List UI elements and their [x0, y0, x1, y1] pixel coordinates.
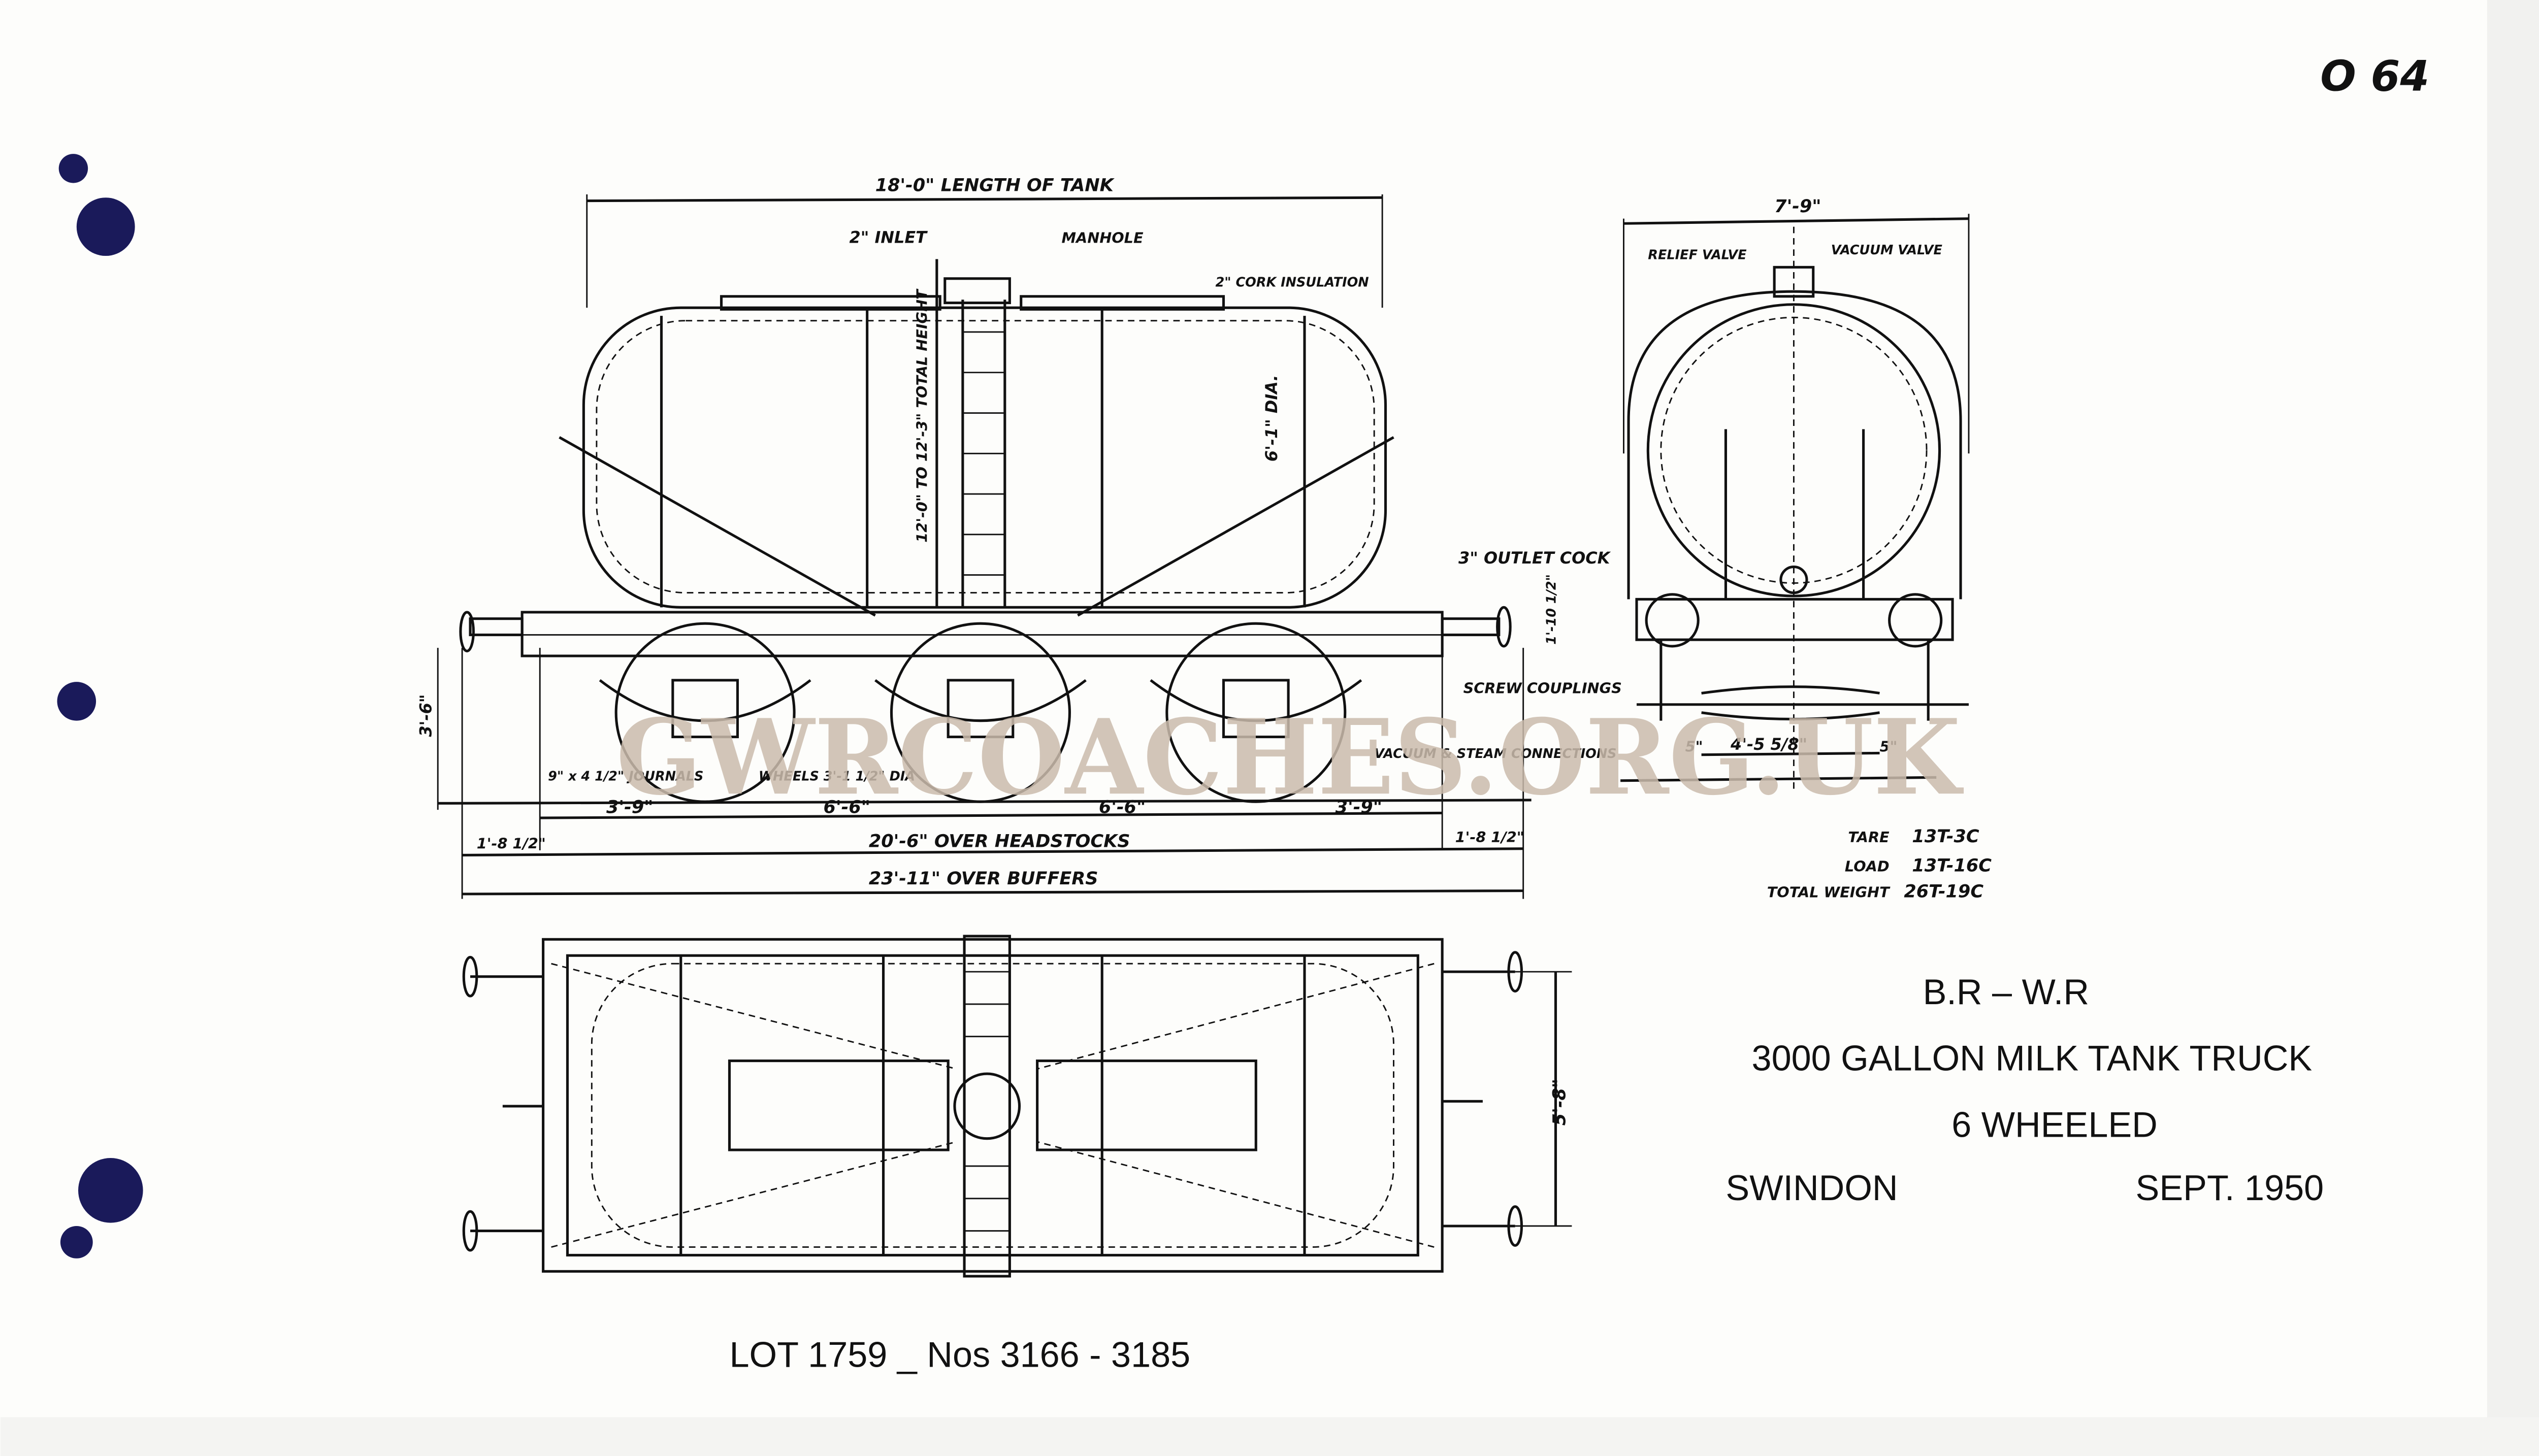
buffer-left: [459, 611, 475, 653]
title-block: B.R – W.R 3000 GALLON MILK TANK TRUCK 6 …: [1726, 972, 2324, 1208]
plan-view: [462, 935, 1572, 1278]
tank-length-dimension: [587, 196, 1383, 203]
gauge-label: 4'-5 5/8": [1730, 735, 1807, 754]
total-weight-label: TOTAL WEIGHT: [1767, 883, 1891, 901]
vacuum-steam-label: VACUUM & STEAM CONNECTIONS: [1374, 746, 1616, 762]
load-label: LOAD: [1845, 857, 1890, 875]
inlet-label: 2" INLET: [850, 228, 928, 247]
tank-body: [582, 306, 1387, 609]
manhole-plan: [953, 1072, 1021, 1140]
over-headstocks-label: 20'-6" OVER HEADSTOCKS: [869, 831, 1130, 851]
wheels-label: WHEELS 3'-1 1/2" DIA: [759, 769, 915, 784]
total-height-label: 12'-0" TO 12'-3" TOTAL HEIGHT: [914, 288, 931, 543]
flange-left-label: 5": [1685, 738, 1703, 755]
page-edge: [2487, 0, 2539, 1456]
end-width-label: 7'-9": [1774, 196, 1821, 217]
spacing-label: 3'-9": [1336, 797, 1382, 817]
screw-couplings-label: SCREW COUPLINGS: [1463, 679, 1622, 697]
date-label: SEPT. 1950: [2136, 1168, 2324, 1208]
plan-width-label: 5'-8": [1549, 1079, 1570, 1126]
tare-value: 13T-3C: [1912, 826, 1979, 847]
wheels-title-label: 6 WHEELED: [1951, 1105, 2158, 1145]
height-label: 3'-6": [416, 694, 435, 737]
buffer-right: [1496, 606, 1512, 648]
journals-label: 9" x 4 1/2" JOURNALS: [548, 769, 703, 784]
sheet-number: O 64: [2320, 52, 2429, 101]
works-label: SWINDON: [1726, 1168, 1898, 1208]
buffer-height-label: 1'-10 1/2": [1544, 574, 1559, 645]
watermark: GWRCOACHES.ORG.UK: [616, 697, 1964, 818]
description-label: 3000 GALLON MILK TANK TRUCK: [1752, 1038, 2313, 1078]
outlet-cock-label: 3" OUTLET COCK: [1458, 548, 1611, 568]
load-value: 13T-16C: [1912, 855, 1992, 876]
spacing-label: 3'-9": [606, 797, 653, 817]
total-weight-value: 26T-19C: [1904, 881, 1983, 902]
flange-right-label: 5": [1880, 738, 1898, 755]
overhang-left-label: 1'-8 1/2": [477, 835, 546, 852]
cork-insulation-label: 2" CORK INSULATION: [1216, 275, 1369, 290]
ladder-plan: [963, 935, 1011, 1278]
overhang-right-label: 1'-8 1/2": [1455, 829, 1524, 846]
spacing-label: 6'-6": [1099, 797, 1146, 817]
lot-label: LOT 1759 _ Nos 3166 - 3185: [729, 1335, 1190, 1375]
side-elevation: [437, 194, 1532, 899]
weights-table: TARE 13T-3C LOAD 13T-16C TOTAL WEIGHT 26…: [1767, 826, 1992, 902]
over-buffers-label: 23'-11" OVER BUFFERS: [869, 868, 1098, 889]
relief-valve-label: RELIEF VALVE: [1648, 247, 1747, 262]
tare-label: TARE: [1848, 829, 1890, 846]
binder-holes: [57, 154, 143, 1259]
region-label: B.R – W.R: [1923, 972, 2090, 1012]
manhole-label: MANHOLE: [1061, 229, 1144, 247]
spacing-label: 6'-6": [824, 797, 870, 817]
tank-length-label: 18'-0" LENGTH OF TANK: [875, 175, 1115, 195]
vacuum-valve-label: VACUUM VALVE: [1831, 243, 1943, 258]
manhole: [943, 277, 1011, 305]
diameter-label: 6'-1" DIA.: [1262, 375, 1281, 461]
end-view: [1620, 214, 1970, 794]
ladder: [961, 300, 1006, 608]
